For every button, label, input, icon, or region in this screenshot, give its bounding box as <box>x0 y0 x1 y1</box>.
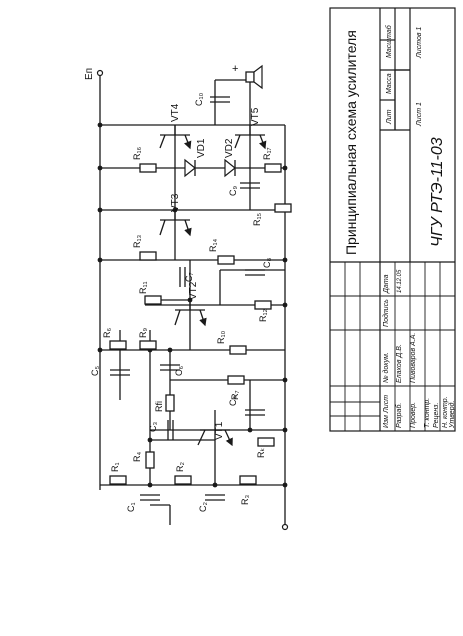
label-vd2: VD2 <box>224 138 235 158</box>
transistor-vt5 <box>234 125 267 150</box>
label-vd1: VD1 <box>196 138 207 158</box>
transistor-vt4 <box>159 125 192 150</box>
title-block: Принципиальная схема усилителя ЧГУ РТЭ-1… <box>329 7 456 432</box>
role-designer: Разраб. <box>395 403 403 428</box>
signature-rows: Разраб. Елахов Д.В. 14.12.05 Провер. Пив… <box>395 269 456 429</box>
col-mass: Масса <box>386 73 393 94</box>
hdr-doc-no: № докум. <box>382 352 390 383</box>
resistor-rk <box>257 437 275 447</box>
transistor-vt1 <box>197 410 233 447</box>
role-approved: Утверд. <box>448 401 456 429</box>
drawing-title: Принципиальная схема усилителя <box>343 30 359 255</box>
label-vt2: VT2 <box>188 281 199 300</box>
label-r7: R₇ <box>230 390 240 400</box>
label-c3: C₃ <box>148 422 158 432</box>
name-checker: Пивоваров А.А. <box>410 333 417 383</box>
resistor-r1 <box>109 475 127 485</box>
label-c8: C₈ <box>262 258 272 268</box>
resistor-r17 <box>264 163 282 173</box>
hdr-izm: Изм <box>383 415 390 428</box>
label-c10: C₁₀ <box>194 92 204 106</box>
label-r13: R₁₃ <box>132 234 142 248</box>
label-vt5: VT5 <box>250 107 261 126</box>
label-c9: C₉ <box>228 186 238 196</box>
role-checker: Провер. <box>410 402 417 428</box>
resistor-r2 <box>174 475 192 485</box>
transistor-vt3 <box>159 210 192 237</box>
col-lit: Лит <box>386 109 393 125</box>
hdr-date: Дата <box>383 274 390 294</box>
label-r16: R₁₆ <box>132 146 142 160</box>
label-r9: R₉ <box>138 328 148 338</box>
resistor-r16 <box>139 163 157 173</box>
component-labels: R₁ R₂ R₃ R₄ Rₖ R₆ R₇ R₉ R₁₀ R₁₁ R₁₂ R₁₃ … <box>90 92 272 512</box>
resistor-r9 <box>139 340 157 350</box>
label-c2: C₂ <box>198 502 208 512</box>
label-c4: C₄ <box>228 396 238 406</box>
resistor-r7 <box>227 375 245 385</box>
sheets-count: Листов 1 <box>416 27 423 59</box>
role-norm-control: Н. контр. <box>442 396 449 428</box>
resistor-r4 <box>145 451 155 469</box>
resistor-r13 <box>139 251 157 261</box>
label-r17: R₁₇ <box>262 147 272 160</box>
label-rfi: Rfi <box>154 401 164 412</box>
label-r6: R₆ <box>102 328 112 338</box>
role-reviewer: Реценз. <box>433 403 440 428</box>
transistor-vt2 <box>174 300 207 327</box>
resistor-r12 <box>254 300 272 310</box>
col-scale: Масштаб <box>385 24 393 58</box>
resistor-r14 <box>217 255 235 265</box>
label-vt1: VT1 <box>214 421 225 440</box>
label-r10: R₁₀ <box>216 330 226 344</box>
diodes <box>184 158 236 178</box>
label-r3: R₃ <box>240 495 250 505</box>
role-tech-control: Т. контр. <box>424 398 431 428</box>
label-r14: R₁₄ <box>208 238 218 252</box>
label-r15: R₁₅ <box>252 212 262 226</box>
resistor-r11 <box>144 295 162 305</box>
label-rk: Rₖ <box>256 448 266 458</box>
speaker: + <box>232 63 263 90</box>
label-r11: R₁₁ <box>138 281 148 294</box>
date-designer: 14.12.05 <box>397 269 403 293</box>
resistor-r15 <box>274 203 292 213</box>
transistors <box>159 125 267 447</box>
label-c7: C₇ <box>184 272 194 282</box>
label-c6: C₆ <box>174 366 184 376</box>
capacitors <box>110 96 265 501</box>
hdr-list: Лист <box>383 395 390 414</box>
label-vt4: VT4 <box>170 103 181 122</box>
schematic: Eп <box>84 68 289 531</box>
sheet-number: Лист 1 <box>416 102 423 127</box>
diode-vd1 <box>184 158 196 178</box>
label-c5: C₅ <box>90 366 100 376</box>
resistor-rfi <box>165 394 175 412</box>
doc-code: ЧГУ РТЭ-11-03 <box>429 137 446 247</box>
supply-label: Eп <box>84 68 95 80</box>
diode-vd2 <box>224 158 236 178</box>
name-designer: Елахов Д.В. <box>396 344 403 383</box>
resistors <box>109 163 292 485</box>
label-c1: C₁ <box>126 502 136 512</box>
resistor-r6 <box>109 340 127 350</box>
resistor-r10 <box>229 345 247 355</box>
label-r1: R₁ <box>110 462 120 472</box>
label-vt3: VT3 <box>170 193 181 212</box>
label-r4: R₄ <box>132 452 142 462</box>
resistor-r3 <box>239 475 257 485</box>
hdr-sign: Подпись <box>382 299 390 327</box>
label-r2: R₂ <box>175 462 185 472</box>
speaker-plus: + <box>232 63 238 75</box>
label-r12: R₁₂ <box>258 308 268 322</box>
